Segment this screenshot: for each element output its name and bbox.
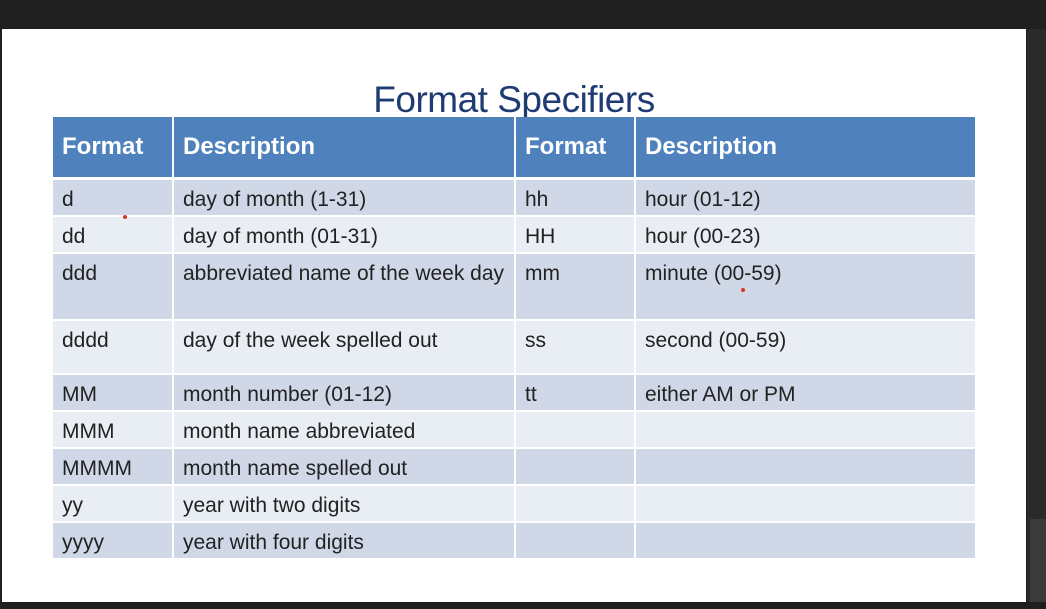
description-cell: month name spelled out — [173, 448, 516, 486]
window-bottom-bar — [0, 602, 1046, 609]
description-cell: year with four digits — [173, 522, 516, 560]
header-description-1: Description — [173, 117, 516, 180]
format-cell: ss — [515, 320, 636, 375]
format-cell: d — [53, 178, 174, 217]
laser-pointer-dot — [741, 288, 745, 292]
format-cell: mm — [515, 253, 636, 321]
table-row: yyyy year with four digits — [53, 522, 975, 560]
format-cell — [515, 485, 636, 523]
format-cell: dddd — [53, 320, 174, 375]
table-row: ddd abbreviated name of the week day mm … — [53, 253, 975, 321]
description-cell: month number (01-12) — [173, 374, 516, 412]
header-format-2: Format — [515, 117, 636, 180]
slide-title: Format Specifiers — [373, 79, 655, 120]
slide: Format Specifiers Format Description For… — [2, 29, 1026, 602]
format-specifiers-table: Format Description Format Description d … — [53, 117, 975, 560]
description-cell: minute (00-59) — [635, 253, 975, 321]
right-edge-panel — [1027, 29, 1046, 609]
format-cell: MMM — [53, 411, 174, 449]
description-cell — [635, 485, 975, 523]
laser-pointer-dot — [123, 215, 127, 219]
description-cell: day of month (1-31) — [173, 178, 516, 217]
format-cell: hh — [515, 178, 636, 217]
table-header-row: Format Description Format Description — [53, 117, 975, 180]
format-cell: HH — [515, 216, 636, 254]
description-cell: year with two digits — [173, 485, 516, 523]
format-cell: yy — [53, 485, 174, 523]
table-row: MMMM month name spelled out — [53, 448, 975, 486]
format-cell: ddd — [53, 253, 174, 321]
description-cell: hour (01-12) — [635, 178, 975, 217]
format-cell: yyyy — [53, 522, 174, 560]
format-cell: tt — [515, 374, 636, 412]
description-cell: month name abbreviated — [173, 411, 516, 449]
format-cell — [515, 522, 636, 560]
description-cell — [635, 522, 975, 560]
table-row: yy year with two digits — [53, 485, 975, 523]
table-row: d day of month (1-31) hh hour (01-12) — [53, 178, 975, 217]
header-format-1: Format — [53, 117, 174, 180]
table-row: dd day of month (01-31) HH hour (00-23) — [53, 216, 975, 254]
table-row: MMM month name abbreviated — [53, 411, 975, 449]
description-cell: abbreviated name of the week day — [173, 253, 516, 321]
description-cell — [635, 448, 975, 486]
panel-edge — [1030, 519, 1046, 609]
description-cell — [635, 411, 975, 449]
format-cell — [515, 411, 636, 449]
format-cell: MM — [53, 374, 174, 412]
format-cell: MMMM — [53, 448, 174, 486]
table-row: MM month number (01-12) tt either AM or … — [53, 374, 975, 412]
description-cell: either AM or PM — [635, 374, 975, 412]
window-top-bar — [0, 0, 1046, 28]
table-row: dddd day of the week spelled out ss seco… — [53, 320, 975, 375]
description-cell: hour (00-23) — [635, 216, 975, 254]
format-cell: dd — [53, 216, 174, 254]
description-cell: day of month (01-31) — [173, 216, 516, 254]
header-description-2: Description — [635, 117, 975, 180]
description-cell: second (00-59) — [635, 320, 975, 375]
format-cell — [515, 448, 636, 486]
description-cell: day of the week spelled out — [173, 320, 516, 375]
